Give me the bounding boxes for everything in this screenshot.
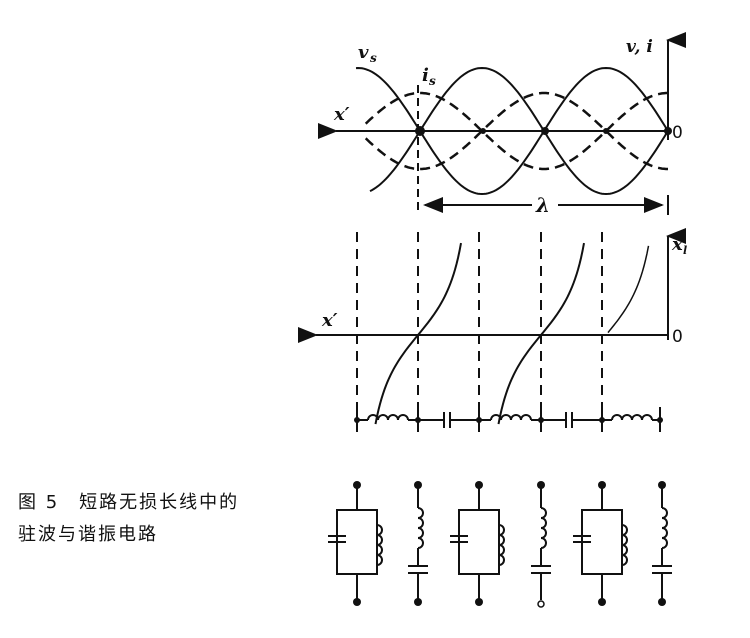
series-lc-circuit	[652, 485, 672, 600]
reactance-curve	[374, 242, 462, 425]
node-dot	[541, 127, 549, 135]
current-curve-positive	[361, 91, 668, 171]
label-x-prime-bottom: x′	[321, 310, 338, 331]
node-dot	[415, 126, 425, 136]
parallel-lc-circuit	[450, 485, 505, 600]
parallel-lc-circuit	[573, 485, 628, 600]
label-xl: x	[671, 234, 683, 255]
node-dot	[664, 127, 672, 135]
reactance-curve	[607, 245, 650, 334]
label-xl-sub: l	[683, 244, 687, 257]
asymptote-lines	[356, 232, 603, 430]
reactance-plot: x′ x l 0	[298, 228, 687, 432]
label-zero-bottom: 0	[672, 327, 683, 347]
circuit-terminals	[353, 481, 666, 608]
series-lc-circuit	[408, 485, 428, 600]
label-is-sub: s	[429, 74, 436, 88]
label-vs-sub: s	[370, 51, 377, 65]
circuit-strip-dots	[354, 417, 663, 423]
label-is: i	[422, 65, 429, 86]
parallel-lc-circuit	[328, 485, 383, 600]
resonant-circuits	[328, 485, 672, 600]
label-vi: v, i	[626, 37, 653, 57]
figure-caption-line-2: 驻波与谐振电路	[18, 524, 158, 545]
current-curve-negative	[361, 91, 668, 171]
label-x-prime-top: x′	[333, 104, 350, 125]
label-lambda: λ	[535, 193, 550, 217]
voltage-curve-positive	[355, 66, 669, 196]
reactance-curve	[497, 242, 585, 425]
label-zero-top: 0	[672, 123, 683, 143]
figure-caption-line-1: 图 5 短路无损长线中的	[18, 492, 240, 513]
node-dot	[603, 128, 609, 134]
series-lc-circuit	[531, 485, 551, 600]
equivalent-circuit-strip	[356, 407, 661, 432]
node-dot	[480, 128, 486, 134]
label-vs: v	[358, 42, 369, 63]
voltage-current-plot: λ v s i s x′ v, i 0	[318, 32, 686, 217]
